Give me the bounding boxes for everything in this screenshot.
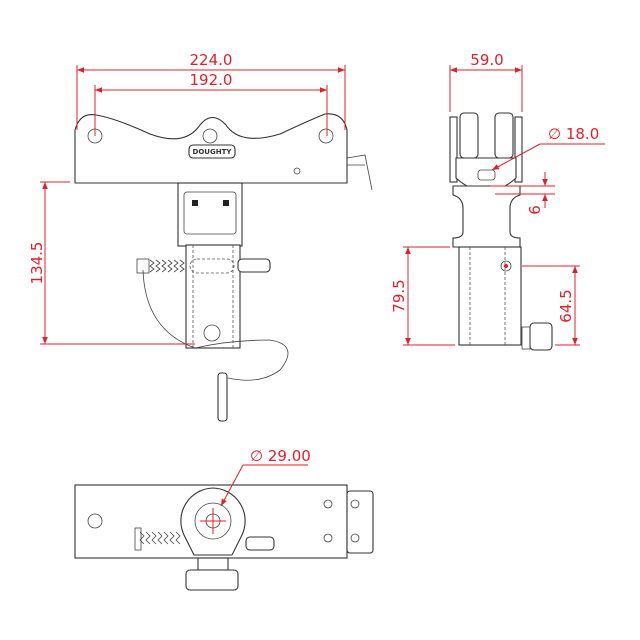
bracket-window bbox=[183, 191, 237, 235]
logo: DOUGHTY bbox=[193, 148, 233, 156]
neck bbox=[177, 182, 243, 247]
spring bbox=[139, 531, 181, 545]
bolt-head bbox=[192, 200, 198, 206]
dimension-hole-diameter: ∅ 18.0 bbox=[548, 125, 599, 143]
dimension-hole-spacing: 192.0 bbox=[190, 71, 233, 89]
knob-washer bbox=[197, 557, 229, 571]
dimension-tube-length: 79.5 bbox=[390, 279, 408, 312]
lanyard-pin bbox=[217, 372, 228, 422]
mount-hole bbox=[318, 128, 334, 144]
dimension-overall-width: 224.0 bbox=[190, 51, 233, 69]
roller bbox=[459, 112, 479, 159]
side-view: 59.0 ∅ 18.0 6 79.5 64.5 bbox=[390, 51, 605, 351]
safety-pin bbox=[245, 536, 275, 551]
knob bbox=[529, 322, 553, 351]
roller bbox=[494, 112, 514, 159]
side-plate bbox=[449, 116, 458, 183]
latch-block bbox=[346, 490, 374, 554]
dimension-pin-height: 64.5 bbox=[557, 289, 575, 322]
hole bbox=[87, 513, 103, 529]
pin-hole bbox=[203, 324, 221, 342]
neck bbox=[452, 185, 521, 248]
mount-hole bbox=[202, 128, 218, 144]
bolt-head bbox=[223, 200, 229, 206]
front-view: DOUGHTY 224.0 192.0 134.5 bbox=[28, 51, 373, 422]
spigot-tube bbox=[458, 246, 522, 346]
lanyard-cable bbox=[142, 269, 289, 381]
bolt bbox=[477, 169, 496, 181]
latch bbox=[346, 154, 373, 191]
bottom-view: ∅ 29.00 bbox=[74, 447, 374, 591]
spigot bbox=[194, 502, 232, 540]
spring bbox=[149, 259, 185, 273]
side-plate bbox=[514, 116, 523, 183]
knob bbox=[185, 569, 239, 591]
dimension-offset: 6 bbox=[526, 205, 544, 215]
pin-hole bbox=[500, 260, 512, 272]
dimension-height: 134.5 bbox=[28, 242, 46, 285]
safety-pin bbox=[237, 258, 271, 273]
screw-icon bbox=[293, 167, 301, 175]
logo-plate bbox=[188, 144, 236, 159]
spigot-tube bbox=[185, 244, 241, 349]
dimension-spigot-diameter: ∅ 29.00 bbox=[250, 447, 311, 465]
knob-shaft bbox=[521, 326, 531, 350]
dimension-width: 59.0 bbox=[470, 51, 503, 69]
